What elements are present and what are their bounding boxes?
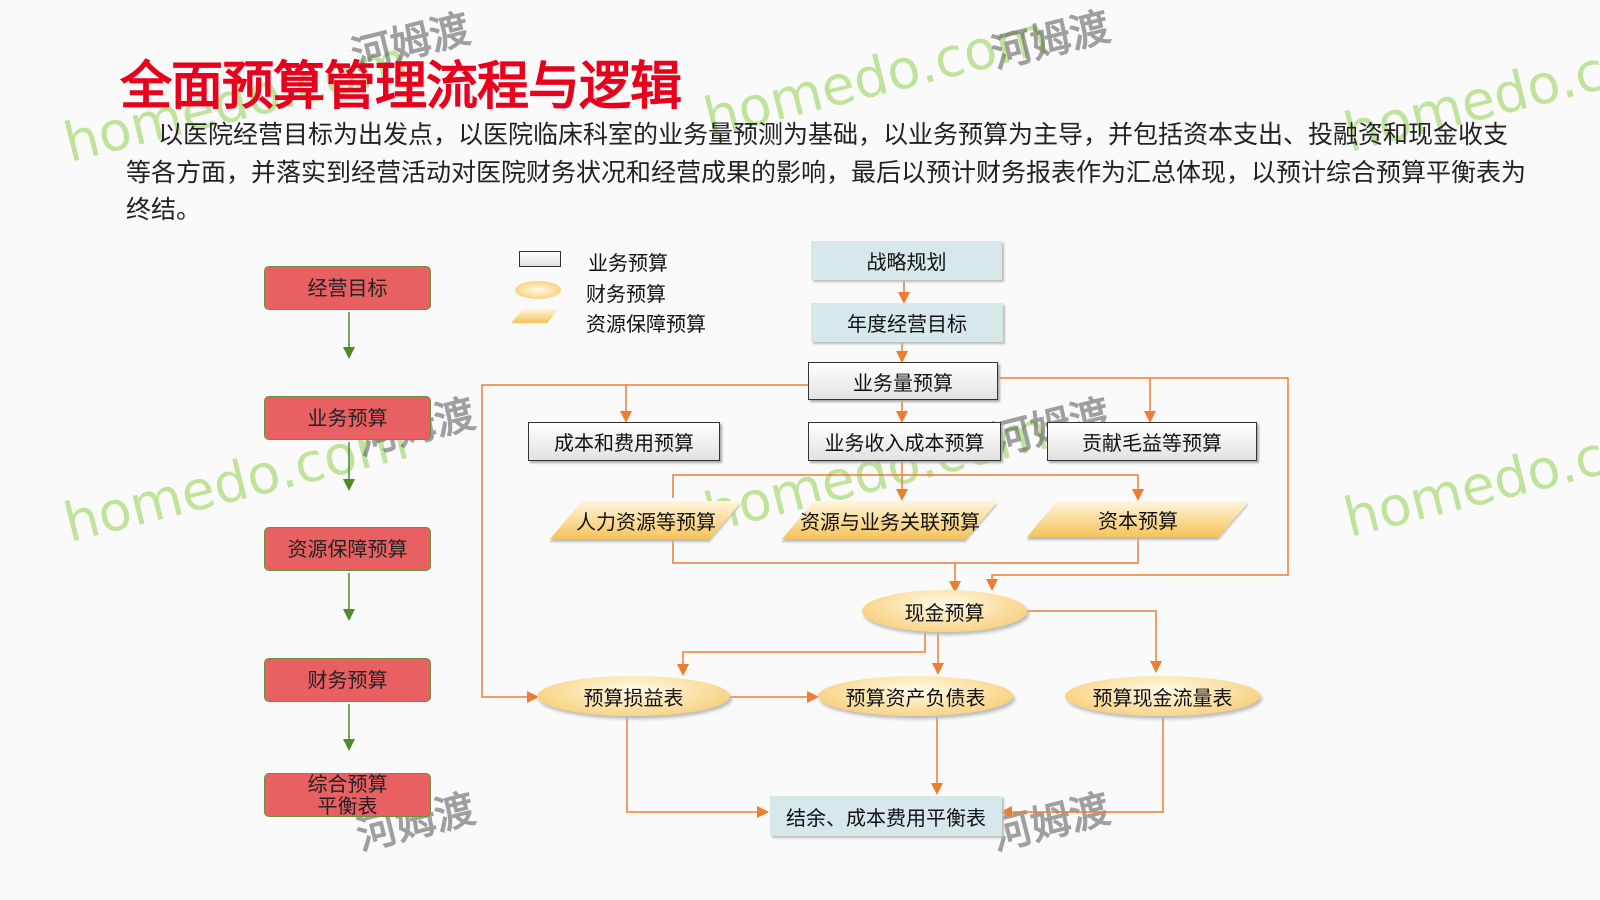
node-resource-link-label: 资源与业务关联预算 <box>800 509 980 534</box>
node-cash-budget: 现金预算 <box>862 590 1027 632</box>
node-capital-budget: 资本预算 <box>1042 501 1234 537</box>
node-strategy: 战略规划 <box>811 241 1002 280</box>
flow-step-balance-budget: 综合预算平衡表 <box>264 773 431 817</box>
flow-step-finance-budget: 财务预算 <box>264 658 431 702</box>
flow-step-business-budget: 业务预算 <box>264 396 431 440</box>
node-balance-sheet: 预算资产负债表 <box>818 676 1013 716</box>
node-hr-budget-label: 人力资源等预算 <box>576 509 716 534</box>
node-cash-flow-statement: 预算现金流量表 <box>1065 676 1260 716</box>
intro-paragraph: 以医院经营目标为出发点，以医院临床科室的业务量预测为基础，以业务预算为主导，并包… <box>126 120 1527 224</box>
page-title: 全面预算管理流程与逻辑 <box>120 57 682 117</box>
legend-rect-icon <box>519 251 561 267</box>
node-hr-budget: 人力资源等预算 <box>566 501 726 539</box>
legend-label-resource: 资源保障预算 <box>586 312 706 336</box>
flow-step-resource-budget: 资源保障预算 <box>264 527 431 571</box>
legend-label-business: 业务预算 <box>588 251 668 275</box>
node-resource-link-budget: 资源与业务关联预算 <box>798 501 982 539</box>
node-income-statement: 预算损益表 <box>537 676 730 716</box>
node-annual-goal: 年度经营目标 <box>811 303 1003 342</box>
node-volume-budget: 业务量预算 <box>808 362 998 400</box>
legend-ellipse-icon <box>515 281 561 299</box>
legend-label-finance: 财务预算 <box>586 282 666 306</box>
node-capital-label: 资本预算 <box>1098 508 1178 533</box>
node-contribution-budget: 贡献毛益等预算 <box>1047 422 1257 461</box>
node-cost-expense-budget: 成本和费用预算 <box>528 422 720 461</box>
node-revenue-cost-budget: 业务收入成本预算 <box>808 422 1001 461</box>
flow-step-business-goal: 经营目标 <box>264 266 431 310</box>
node-balance-cost-table: 结余、成本费用平衡表 <box>770 796 1002 836</box>
